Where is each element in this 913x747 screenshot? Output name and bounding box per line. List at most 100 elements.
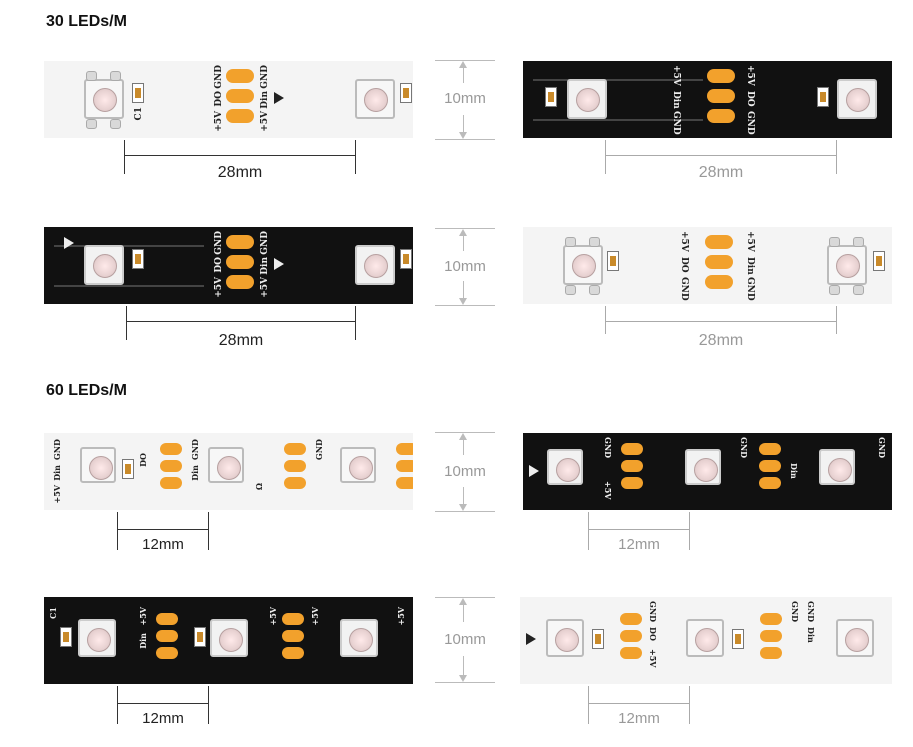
led-strip-white-60: GND Din +5V DO GND Din Ω GND bbox=[44, 433, 413, 510]
led-chip bbox=[84, 79, 124, 119]
led-lens-icon bbox=[576, 88, 600, 112]
pitch-dimension: 28mm bbox=[605, 140, 837, 185]
led-chip bbox=[340, 619, 378, 657]
led-lens-icon bbox=[93, 254, 117, 278]
capacitor-icon bbox=[732, 629, 744, 649]
led-strip-white-30: C1 GND DO +5V GND Din +5V bbox=[44, 61, 413, 138]
data-direction-arrow-icon bbox=[274, 92, 284, 104]
led-strip-black-30: +5V Din GND +5V DO GND bbox=[523, 61, 892, 138]
capacitor-icon bbox=[607, 251, 619, 271]
silk-gnd: GND bbox=[603, 437, 613, 459]
capacitor-icon bbox=[194, 627, 206, 647]
led-chip bbox=[340, 447, 376, 483]
led-lens-icon bbox=[364, 88, 388, 112]
led-lens-icon bbox=[217, 456, 241, 480]
led-lens-icon bbox=[845, 628, 869, 652]
solder-pads bbox=[226, 69, 254, 129]
solder-pads bbox=[760, 613, 788, 664]
silk-5v: +5V bbox=[679, 231, 689, 252]
silk-gnd: GND bbox=[877, 437, 887, 459]
led-chip bbox=[355, 79, 395, 119]
led-chip bbox=[827, 245, 867, 285]
silk-gnd: GND bbox=[190, 439, 200, 461]
silk-gnd: GND bbox=[679, 277, 689, 301]
silk-do: DO bbox=[745, 91, 755, 107]
silk-din: Din bbox=[138, 633, 148, 649]
led-chip bbox=[84, 245, 124, 285]
silk-5v: +5V bbox=[214, 277, 224, 298]
solder-pads bbox=[160, 443, 188, 494]
silk-gnd: GND bbox=[739, 437, 749, 459]
led-lens-icon bbox=[846, 88, 870, 112]
led-chip bbox=[819, 449, 855, 485]
led-lens-icon bbox=[87, 628, 111, 652]
led-lens-icon bbox=[219, 628, 243, 652]
silk-gnd: GND bbox=[214, 231, 224, 255]
solder-pads bbox=[759, 443, 787, 494]
silk-do: DO bbox=[138, 453, 148, 467]
solder-pads bbox=[620, 613, 648, 664]
led-chip bbox=[208, 447, 244, 483]
capacitor-icon bbox=[132, 83, 144, 103]
silk-5v: +5V bbox=[648, 649, 658, 668]
silk-5v: +5V bbox=[745, 231, 755, 252]
capacitor-icon bbox=[873, 251, 885, 271]
silk-din: Din bbox=[52, 465, 62, 481]
silk-gnd: GND bbox=[745, 111, 755, 135]
silk-5v: +5V bbox=[214, 111, 224, 132]
width-dimension: 10mm bbox=[435, 597, 495, 683]
silk-5v: +5V bbox=[603, 481, 613, 500]
silk-5v: +5V bbox=[268, 607, 278, 626]
silk-din: Din bbox=[260, 91, 270, 109]
silk-gnd: GND bbox=[790, 601, 800, 623]
led-lens-icon bbox=[694, 458, 718, 482]
led-lens-icon bbox=[695, 628, 719, 652]
led-chip bbox=[685, 449, 721, 485]
pitch-dimension: 28mm bbox=[605, 306, 837, 351]
led-lens-icon bbox=[555, 628, 579, 652]
silk-5v: +5V bbox=[260, 277, 270, 298]
silk-do: DO bbox=[648, 627, 658, 641]
pitch-dimension: 12mm bbox=[588, 512, 690, 554]
capacitor-icon bbox=[817, 87, 829, 107]
pitch-dimension: 28mm bbox=[124, 140, 356, 185]
led-chip bbox=[546, 619, 584, 657]
silk-gnd: GND bbox=[806, 601, 816, 623]
silk-din: Din bbox=[806, 627, 816, 643]
led-chip bbox=[567, 79, 607, 119]
silk-din: Din bbox=[260, 257, 270, 275]
led-chip bbox=[686, 619, 724, 657]
led-strip-black-60: GND +5V GND Din GND bbox=[523, 433, 892, 510]
silk-din: Din bbox=[671, 91, 681, 109]
led-chip bbox=[355, 245, 395, 285]
capacitor-icon bbox=[60, 627, 72, 647]
data-direction-arrow-icon bbox=[64, 237, 74, 249]
silk-omega: Ω bbox=[254, 483, 264, 491]
capacitor-icon bbox=[400, 249, 412, 269]
pitch-dimension: 12mm bbox=[588, 686, 690, 728]
silk-5v: +5V bbox=[138, 607, 148, 626]
silk-gnd: GND bbox=[745, 277, 755, 301]
solder-pads bbox=[621, 443, 649, 494]
pitch-dimension: 12mm bbox=[117, 512, 209, 554]
solder-pads bbox=[226, 235, 254, 295]
pitch-dimension: 12mm bbox=[117, 686, 209, 728]
led-lens-icon bbox=[364, 254, 388, 278]
capacitor-icon bbox=[545, 87, 557, 107]
silk-5v: +5V bbox=[671, 65, 681, 86]
solder-pads bbox=[284, 443, 312, 494]
led-chip bbox=[836, 619, 874, 657]
silk-din: Din bbox=[745, 257, 755, 275]
capacitor-icon bbox=[400, 83, 412, 103]
capacitor-icon bbox=[132, 249, 144, 269]
led-strip-black-30: GND DO +5V GND Din +5V bbox=[44, 227, 413, 304]
silk-c1: C1 bbox=[48, 607, 58, 619]
pitch-dimension: 28mm bbox=[126, 306, 356, 351]
silk-gnd: GND bbox=[648, 601, 658, 623]
led-lens-icon bbox=[349, 456, 373, 480]
silk-5v: +5V bbox=[260, 111, 270, 132]
heading-30-leds: 30 LEDs/M bbox=[46, 13, 127, 30]
silk-5v: +5V bbox=[310, 607, 320, 626]
led-strip-white-30: +5V DO GND +5V Din GND bbox=[523, 227, 892, 304]
led-lens-icon bbox=[349, 628, 373, 652]
